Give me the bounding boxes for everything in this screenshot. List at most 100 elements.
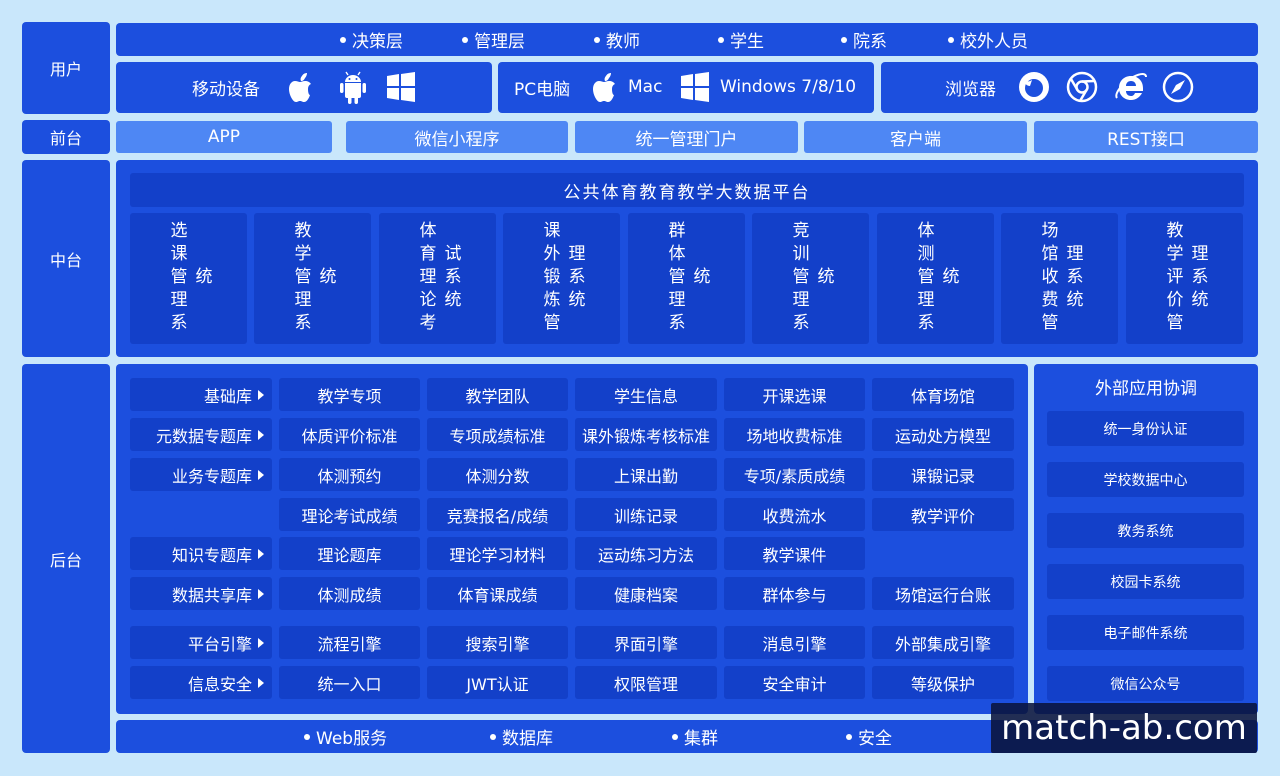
pc-devices-box: PC电脑 Mac Windows 7/8/10	[498, 62, 874, 113]
layer-label-middle: 中台	[22, 160, 110, 357]
data-cell[interactable]: 权限管理	[575, 666, 717, 699]
data-cell[interactable]: 学生信息	[575, 378, 717, 411]
external-item-data-center[interactable]: 学校数据中心	[1047, 462, 1244, 497]
windows-icon	[387, 72, 415, 102]
layer-label-back: 后台	[22, 364, 110, 753]
category-knowledge-library[interactable]: 知识专题库	[130, 537, 272, 570]
mac-label: Mac	[628, 77, 663, 97]
module-group[interactable]: 群体管理系统	[628, 213, 745, 344]
data-cell[interactable]: 群体参与	[724, 577, 865, 610]
module-competition-training[interactable]: 竞训管理系统	[752, 213, 869, 344]
watermark: match-ab.com	[991, 703, 1257, 753]
data-cell[interactable]: JWT认证	[427, 666, 568, 699]
data-cell[interactable]: 统一入口	[279, 666, 420, 699]
data-cell[interactable]: 健康档案	[575, 577, 717, 610]
data-cell[interactable]: 上课出勤	[575, 458, 717, 491]
browser-box: 浏览器	[881, 62, 1258, 113]
data-cell[interactable]: 教学团队	[427, 378, 568, 411]
data-cell[interactable]: 运动处方模型	[872, 418, 1014, 451]
data-cell[interactable]: 场馆运行台账	[872, 577, 1014, 610]
data-cell[interactable]: 消息引擎	[724, 626, 865, 659]
data-cell[interactable]: 教学课件	[724, 537, 865, 570]
external-apps-title: 外部应用协调	[1095, 379, 1197, 399]
apple-icon	[289, 73, 311, 102]
user-role: 校外人员	[948, 23, 1028, 56]
data-cell[interactable]: 专项/素质成绩	[724, 458, 865, 491]
data-cell[interactable]: 等级保护	[872, 666, 1014, 699]
category-base-library[interactable]: 基础库	[130, 378, 272, 411]
data-cell[interactable]: 搜索引擎	[427, 626, 568, 659]
safari-icon	[1162, 71, 1194, 103]
user-role: 院系	[841, 23, 887, 56]
ie-icon	[1115, 73, 1147, 100]
data-cell[interactable]: 体测预约	[279, 458, 420, 491]
data-cell[interactable]: 理论题库	[279, 537, 420, 570]
category-business-library[interactable]: 业务专题库	[130, 458, 272, 491]
apple-icon	[593, 73, 615, 102]
data-cell[interactable]: 专项成绩标准	[427, 418, 568, 451]
data-cell[interactable]: 教学专项	[279, 378, 420, 411]
data-cell[interactable]: 理论学习材料	[427, 537, 568, 570]
front-item-mini-program[interactable]: 微信小程序	[346, 121, 568, 153]
module-theory-exam[interactable]: 体育理论考试系统	[379, 213, 496, 344]
data-cell[interactable]: 场地收费标准	[724, 418, 865, 451]
front-item-portal[interactable]: 统一管理门户	[575, 121, 798, 153]
category-shared-library[interactable]: 数据共享库	[130, 577, 272, 610]
infra-item: 安全	[846, 720, 892, 753]
data-cell[interactable]: 理论考试成绩	[279, 498, 420, 531]
user-role: 管理层	[462, 23, 525, 56]
external-item-sso[interactable]: 统一身份认证	[1047, 411, 1244, 446]
data-cell[interactable]: 安全审计	[724, 666, 865, 699]
module-fitness-test[interactable]: 体测管理系统	[877, 213, 994, 344]
category-info-security[interactable]: 信息安全	[130, 666, 272, 699]
front-item-rest-api[interactable]: REST接口	[1034, 121, 1258, 153]
chrome-icon	[1066, 71, 1098, 103]
data-cell[interactable]: 体测分数	[427, 458, 568, 491]
layer-label-user: 用户	[22, 22, 110, 114]
data-cell[interactable]: 体育课成绩	[427, 577, 568, 610]
data-cell[interactable]: 外部集成引擎	[872, 626, 1014, 659]
platform-title: 公共体育教育教学大数据平台	[130, 173, 1244, 207]
data-cell[interactable]: 训练记录	[575, 498, 717, 531]
android-icon	[340, 71, 366, 104]
data-cell[interactable]: 开课选课	[724, 378, 865, 411]
data-cell[interactable]: 课外锻炼考核标准	[575, 418, 717, 451]
user-role: 决策层	[340, 23, 403, 56]
data-cell[interactable]: 收费流水	[724, 498, 865, 531]
browser-label: 浏览器	[945, 79, 996, 100]
data-cell[interactable]: 体质评价标准	[279, 418, 420, 451]
data-cell[interactable]: 体育场馆	[872, 378, 1014, 411]
external-item-academic[interactable]: 教务系统	[1047, 513, 1244, 548]
module-course-selection[interactable]: 选课管理系统	[130, 213, 247, 344]
windows-icon	[681, 72, 709, 102]
external-item-email[interactable]: 电子邮件系统	[1047, 615, 1244, 650]
mobile-devices-box: 移动设备	[116, 62, 492, 113]
module-venue-fee[interactable]: 场馆收费管理系统	[1001, 213, 1118, 344]
infra-item: 数据库	[490, 720, 553, 753]
data-cell[interactable]: 运动练习方法	[575, 537, 717, 570]
layer-label-front: 前台	[22, 120, 110, 154]
external-item-campus-card[interactable]: 校园卡系统	[1047, 564, 1244, 599]
module-extracurricular[interactable]: 课外锻炼管理系统	[503, 213, 620, 344]
infra-item: 集群	[672, 720, 718, 753]
external-item-wechat[interactable]: 微信公众号	[1047, 666, 1244, 701]
front-item-client[interactable]: 客户端	[804, 121, 1027, 153]
user-role: 学生	[718, 23, 764, 56]
infra-item: Web服务	[304, 720, 387, 753]
data-cell[interactable]: 界面引擎	[575, 626, 717, 659]
data-cell[interactable]: 流程引擎	[279, 626, 420, 659]
windows-label: Windows 7/8/10	[720, 77, 857, 97]
data-cell[interactable]: 体测成绩	[279, 577, 420, 610]
firefox-icon	[1019, 72, 1049, 102]
module-teaching-evaluation[interactable]: 教学评价管理系统	[1126, 213, 1243, 344]
front-item-app[interactable]: APP	[116, 121, 332, 153]
module-teaching[interactable]: 教学管理系统	[254, 213, 371, 344]
category-platform-engine[interactable]: 平台引擎	[130, 626, 272, 659]
data-cell[interactable]: 竞赛报名/成绩	[427, 498, 568, 531]
data-cell[interactable]: 课锻记录	[872, 458, 1014, 491]
category-metadata-library[interactable]: 元数据专题库	[130, 418, 272, 451]
pc-label: PC电脑	[514, 79, 571, 100]
user-roles-bar: 决策层 管理层 教师 学生 院系 校外人员	[116, 23, 1258, 56]
mobile-devices-label: 移动设备	[192, 79, 260, 100]
data-cell[interactable]: 教学评价	[872, 498, 1014, 531]
